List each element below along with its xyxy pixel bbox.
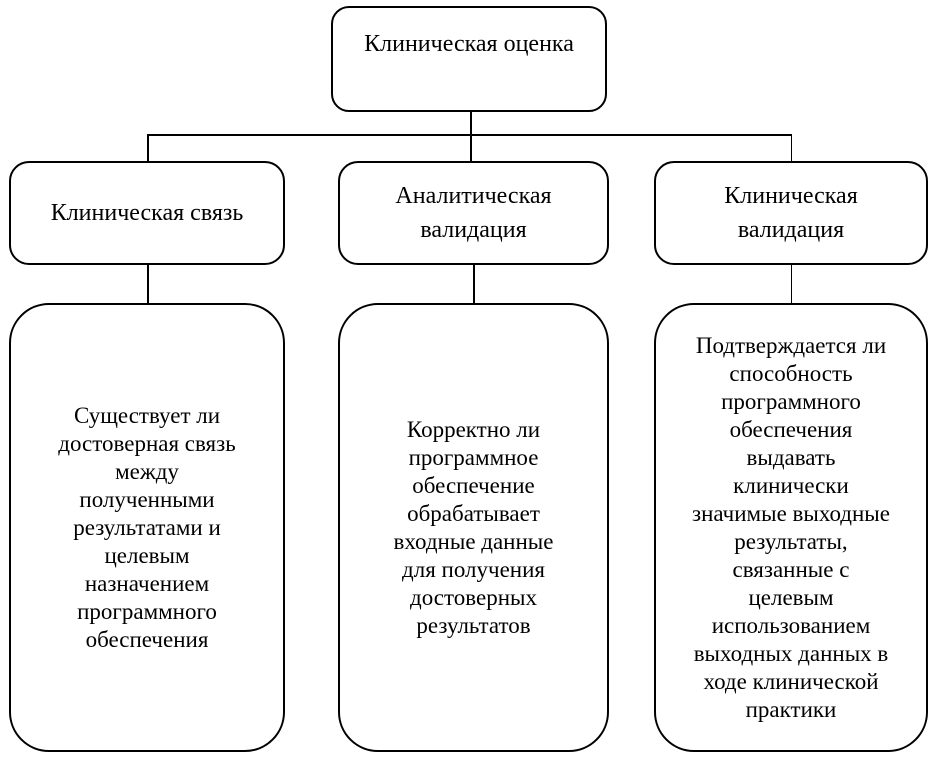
branch-node-analytical-validation: Аналитическая валидация xyxy=(338,161,609,265)
connector-root-stem xyxy=(470,112,472,135)
description-node-analytical-validation: Корректно ли программное обеспечение обр… xyxy=(338,303,609,752)
branch-node-clinical-validation: Клиническая валидация xyxy=(654,161,928,265)
connector-branch-3 xyxy=(790,265,792,303)
branch-node-label: Аналитическая валидация xyxy=(395,183,552,243)
description-node-text: Корректно ли программное обеспечение обр… xyxy=(393,416,554,638)
branch-node-label: Клиническая валидация xyxy=(724,183,858,243)
connector-branch-1 xyxy=(147,265,149,303)
branch-node-label: Клиническая связь xyxy=(50,200,244,226)
connector-horizontal-bar xyxy=(147,134,792,136)
description-node-text: Существует ли достоверная связь между по… xyxy=(58,402,236,652)
connector-drop-left xyxy=(147,134,149,161)
connector-drop-right xyxy=(790,134,792,161)
description-node-text: Подтверждается ли способность программно… xyxy=(692,332,890,722)
connector-branch-2 xyxy=(473,265,475,303)
branch-node-clinical-association: Клиническая связь xyxy=(9,161,285,265)
root-node-label: Клиническая оценка xyxy=(364,31,574,57)
connector-drop-middle xyxy=(470,134,472,161)
description-node-clinical-association: Существует ли достоверная связь между по… xyxy=(9,303,285,752)
root-node-clinical-evaluation: Клиническая оценка xyxy=(331,6,607,112)
description-node-clinical-validation: Подтверждается ли способность программно… xyxy=(654,303,928,752)
